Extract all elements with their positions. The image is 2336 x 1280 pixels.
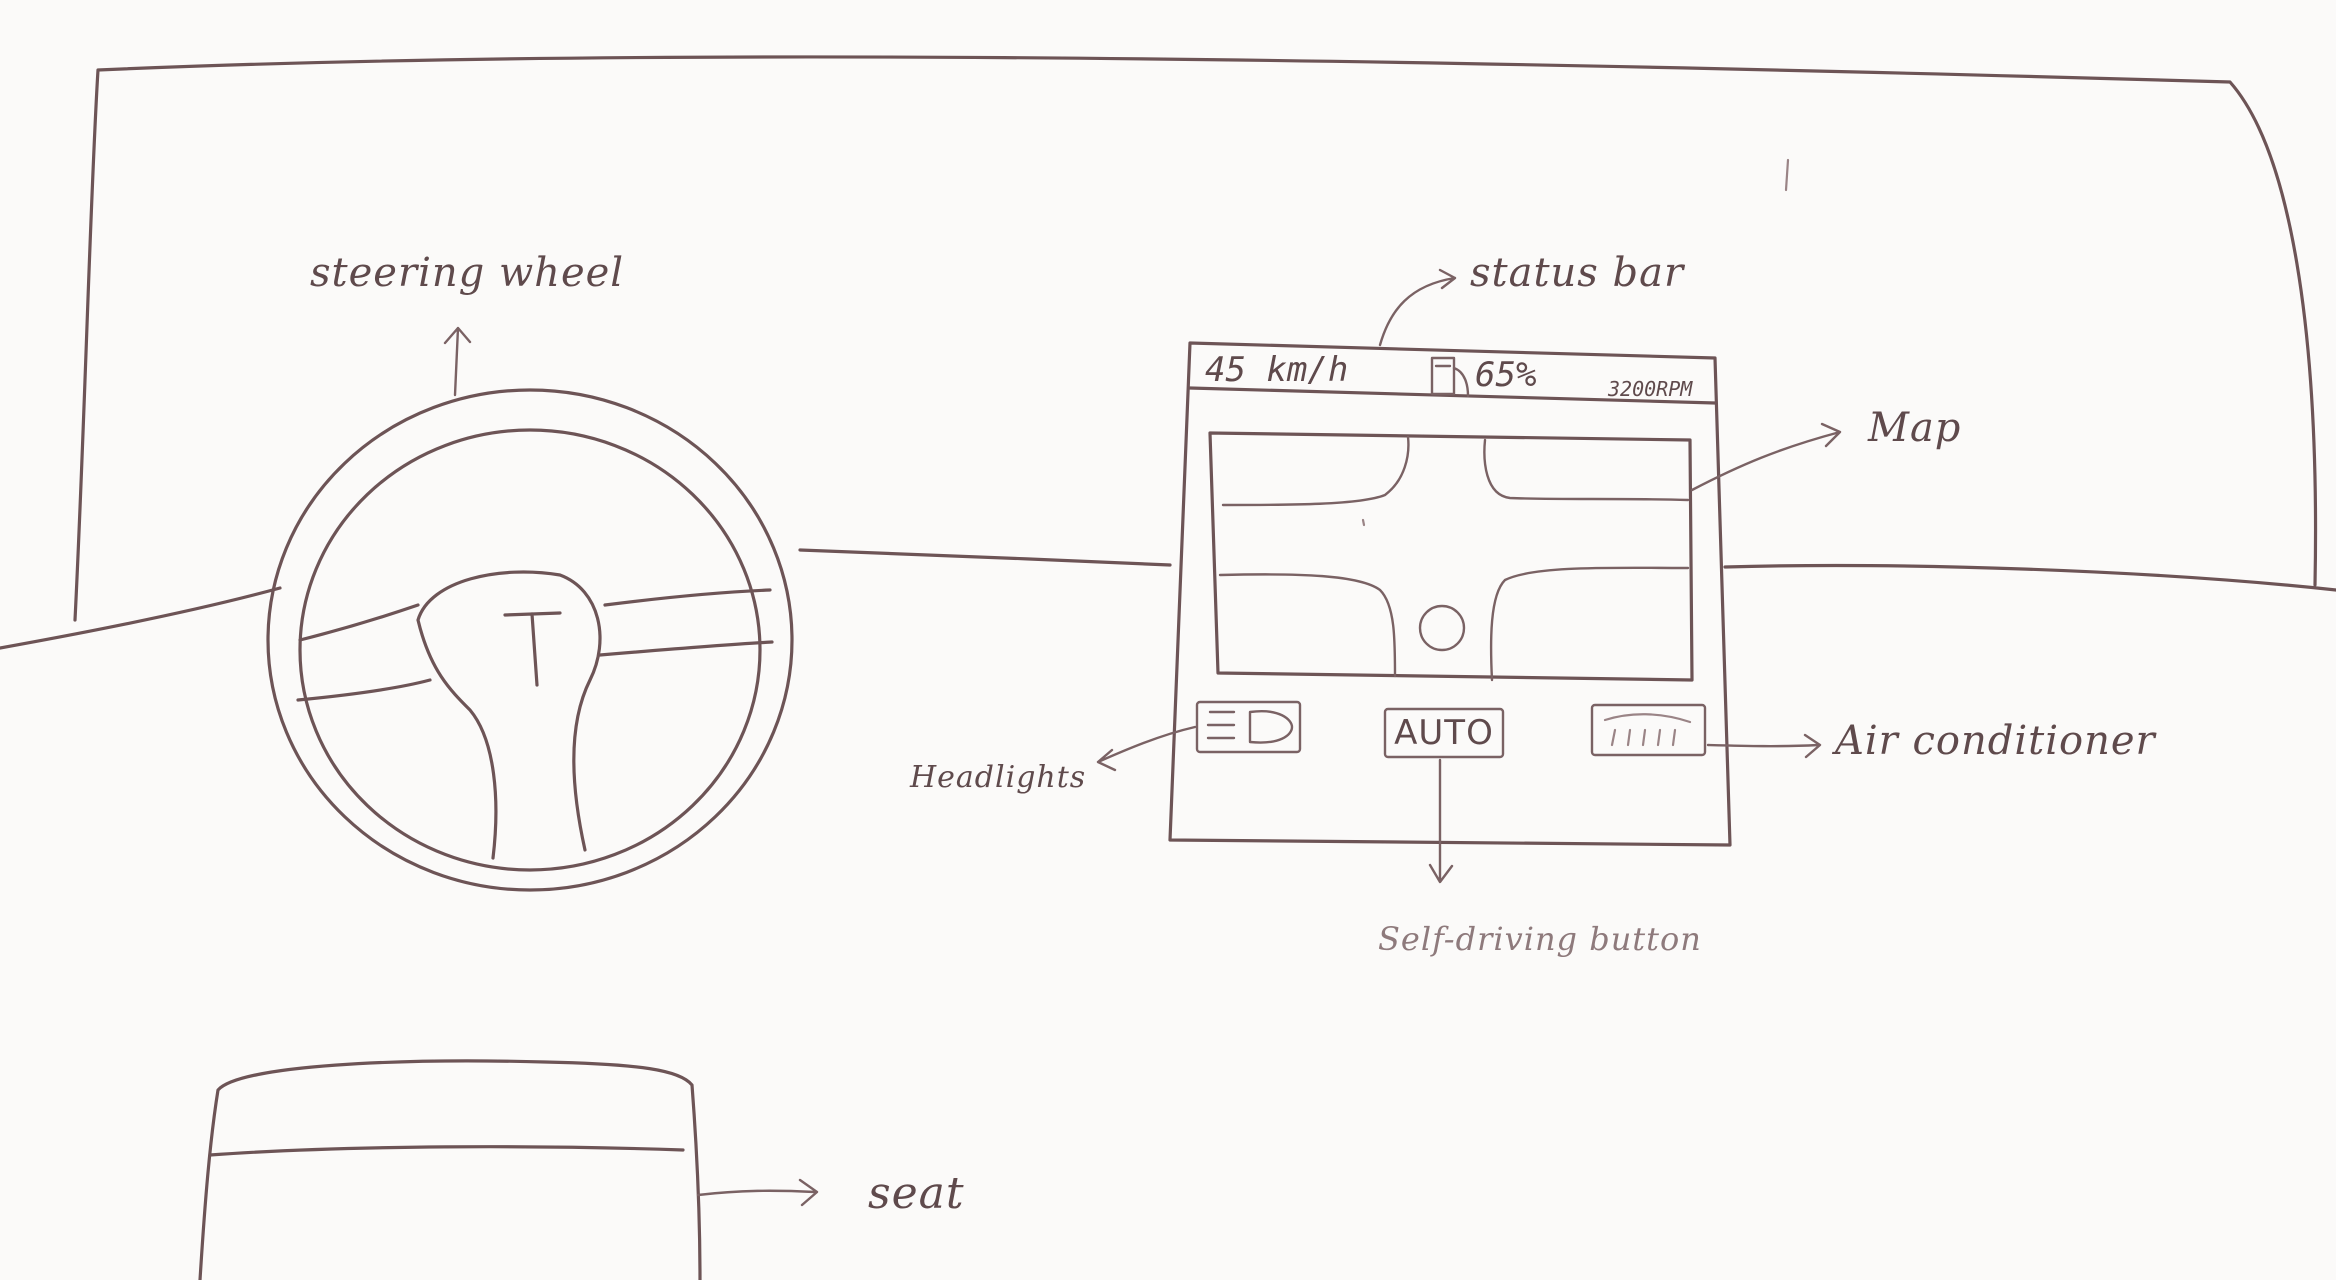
status-bar-arrow <box>1378 268 1457 347</box>
air-conditioner-annotation: Air conditioner <box>1835 718 2156 764</box>
map-roads <box>1218 435 1690 682</box>
status-bar-annotation: status bar <box>1470 250 1685 296</box>
headlights-button[interactable] <box>1197 702 1300 752</box>
self-driving-button[interactable]: AUTO <box>1385 709 1503 757</box>
dashboard-line-left <box>0 586 282 650</box>
fuel-pump-glyph <box>1430 356 1470 398</box>
self-driving-arrow <box>1428 758 1454 884</box>
air-conditioner-icon <box>1592 705 1705 755</box>
self-driving-button-frame <box>1383 707 1505 759</box>
seat-arrow <box>696 1178 819 1207</box>
windshield-outline <box>73 55 2318 622</box>
map-view[interactable] <box>1212 435 1690 675</box>
headlight-icon <box>1197 702 1300 752</box>
dashboard-line-right <box>1723 563 2336 592</box>
air-conditioner-button[interactable] <box>1592 705 1705 755</box>
console-outline <box>1168 341 1732 847</box>
air-conditioner-arrow <box>1706 733 1822 759</box>
seat[interactable] <box>198 1059 702 1280</box>
self-driving-button-annotation: Self-driving button <box>1378 920 1702 958</box>
headlights-annotation: Headlights <box>910 760 1087 795</box>
self-driving-label: AUTO <box>1394 713 1494 753</box>
fuel-level-readout: 65% <box>1475 355 1537 395</box>
air-conditioner-button-frame <box>1590 703 1707 757</box>
windshield-tick <box>1784 158 1790 192</box>
headlights-button-frame <box>1195 700 1302 754</box>
map-annotation: Map <box>1868 405 1962 451</box>
steering-wheel-annotation: steering wheel <box>310 250 625 296</box>
rpm-readout: 3200RPM <box>1608 377 1693 401</box>
map-arrow <box>1690 422 1842 492</box>
steering-wheel[interactable] <box>266 388 794 892</box>
speed-readout: 45 km/h <box>1205 350 1349 390</box>
seat-annotation: seat <box>868 1168 965 1219</box>
headlights-arrow <box>1096 725 1197 772</box>
steering-wheel-arrow <box>443 326 472 397</box>
map-position-marker <box>1418 604 1466 652</box>
fuel-pump-icon <box>1430 356 1470 396</box>
dashboard-line-mid <box>798 548 1172 567</box>
